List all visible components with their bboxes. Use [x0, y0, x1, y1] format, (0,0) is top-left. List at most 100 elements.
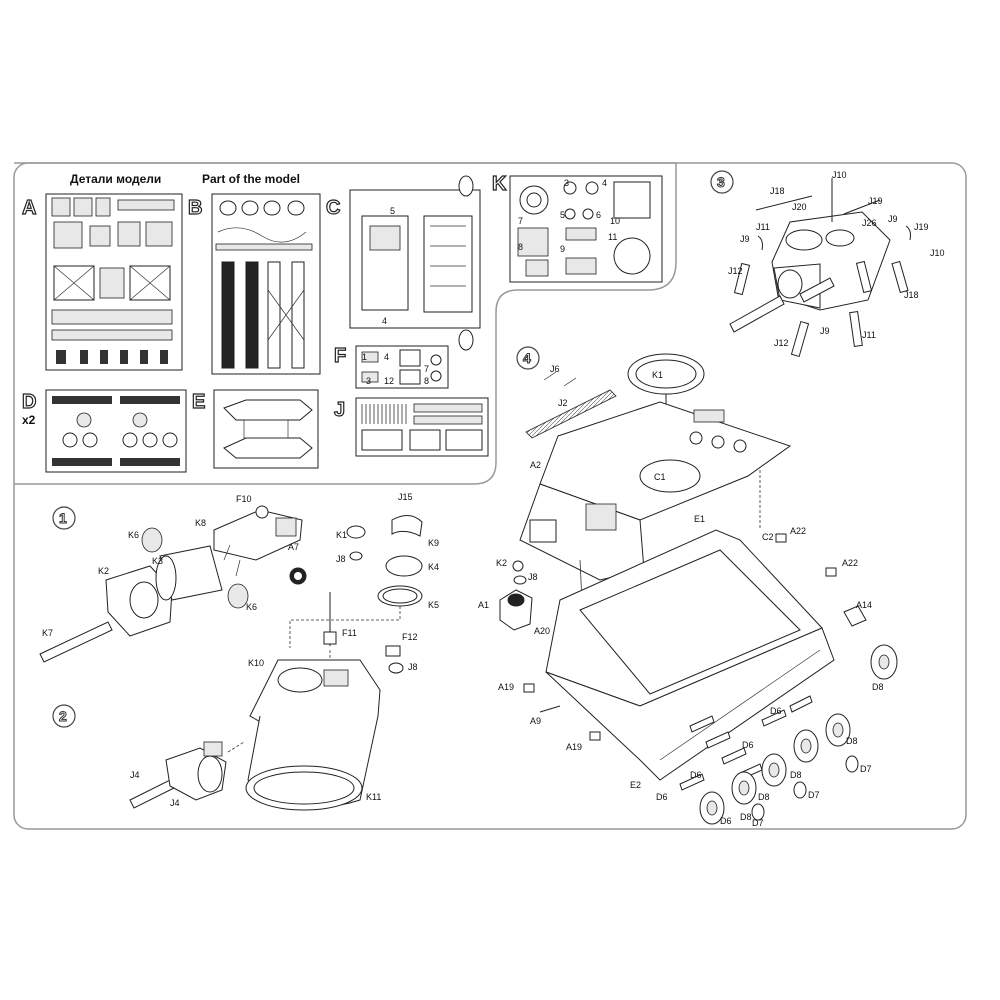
label-J8-top: J8: [336, 554, 346, 564]
label-K11: K11: [366, 792, 381, 802]
sprue-a-letter: A: [22, 197, 36, 219]
label-J10-right: J10: [930, 248, 945, 258]
label-K3: K3: [152, 556, 163, 566]
label-J15: J15: [398, 492, 413, 502]
label-K1-ring: K1: [652, 370, 663, 380]
sprue-b: B: [187, 193, 321, 375]
label-J19-top: J19: [868, 196, 883, 206]
label-C2: C2: [762, 532, 774, 542]
sprue-f-num-7: 7: [424, 364, 429, 374]
sprue-d: D x2: [21, 389, 187, 473]
sprue-k-num-4: 4: [602, 178, 607, 188]
road-wheels: [699, 644, 898, 825]
label-J11-top: J11: [756, 222, 770, 232]
label-K2: K2: [98, 566, 109, 576]
label-K7: K7: [42, 628, 53, 638]
label-J11-bottom: J11: [862, 330, 876, 340]
label-A19-bottom: A19: [566, 742, 582, 752]
step-1-number: 1: [59, 510, 67, 526]
label-J19-right: J19: [914, 222, 929, 232]
sprue-k: K 3 4 5 6 7 8 9 10 11: [491, 172, 663, 283]
label-D7-b: D7: [808, 790, 820, 800]
label-D6-d: D6: [656, 792, 668, 802]
label-J20: J20: [792, 202, 807, 212]
sprue-k-num-6: 6: [596, 210, 601, 220]
step-3: 3 J10 J18 J19 J20 J26 J9 J11 J19 J9 J10 …: [710, 170, 945, 358]
sprue-d-multiplier: x2: [22, 413, 36, 427]
step-2: 2 J4 J4: [52, 704, 245, 809]
label-D8-right: D8: [872, 682, 884, 692]
label-J12-left: J12: [728, 266, 743, 276]
sprue-d-letter: D: [22, 391, 36, 413]
label-J18-top: J18: [770, 186, 785, 196]
label-C1: C1: [654, 472, 666, 482]
label-K10: K10: [248, 658, 264, 668]
label-F11: F11: [342, 628, 357, 638]
label-J18-right: J18: [904, 290, 919, 300]
label-A2: A2: [530, 460, 541, 470]
label-D7-c: D7: [752, 818, 764, 828]
sprue-f-num-3: 3: [366, 376, 371, 386]
label-J10-top: J10: [832, 170, 847, 180]
label-J12-bottom: J12: [774, 338, 789, 348]
step-4: 4: [478, 346, 898, 828]
sprue-k-num-9: 9: [560, 244, 565, 254]
label-D8-b: D8: [846, 736, 858, 746]
label-D8-e: D8: [740, 812, 752, 822]
label-K4: K4: [428, 562, 439, 572]
label-F12: F12: [402, 632, 418, 642]
sprue-k-num-3: 3: [564, 178, 569, 188]
step-3-number: 3: [717, 174, 725, 190]
sprue-f-num-1: 1: [362, 352, 367, 362]
sprue-k-letter: K: [492, 173, 507, 195]
header-title-ru: Детали модели: [70, 172, 161, 186]
label-K6-bottom: K6: [246, 602, 257, 612]
label-A19-left: A19: [498, 682, 514, 692]
label-K1: K1: [336, 530, 347, 540]
label-A14: A14: [856, 600, 872, 610]
sprue-k-num-11: 11: [608, 232, 617, 242]
label-J9-bottom: J9: [820, 326, 830, 336]
label-A7: A7: [288, 542, 299, 552]
sprue-b-letter: B: [188, 197, 202, 219]
sprue-c: C 5 4: [325, 175, 481, 351]
step-2-number: 2: [59, 708, 67, 724]
label-D8-d: D8: [758, 792, 770, 802]
label-J4-bottom: J4: [170, 798, 180, 808]
label-D7-a: D7: [860, 764, 872, 774]
sprue-f-letter: F: [334, 345, 346, 367]
sprue-j: J: [333, 397, 489, 457]
sprue-c-num-4: 4: [382, 316, 387, 326]
label-D6-e: D6: [720, 816, 732, 826]
label-D8-c: D8: [790, 770, 802, 780]
label-J9-left: J9: [740, 234, 750, 244]
label-A20: A20: [534, 626, 550, 636]
header-title-en: Part of the model: [202, 172, 300, 186]
label-A22-top: A22: [790, 526, 806, 536]
label-E1: E1: [694, 514, 705, 524]
sprue-e-letter: E: [192, 391, 205, 413]
label-K9: K9: [428, 538, 439, 548]
label-A9: A9: [530, 716, 541, 726]
step-4-number: 4: [523, 350, 531, 366]
sprue-c-letter: C: [326, 197, 340, 219]
sprue-f-num-8: 8: [424, 376, 429, 386]
sprue-f: F 4 3 7 8 12 1: [333, 344, 449, 389]
label-J8-hull: J8: [528, 572, 538, 582]
sprue-f-num-4: 4: [384, 352, 389, 362]
label-A22-right: A22: [842, 558, 858, 568]
label-F10: F10: [236, 494, 252, 504]
label-A1: A1: [478, 600, 489, 610]
sprue-j-letter: J: [334, 399, 345, 421]
sprue-k-num-10: 10: [610, 216, 620, 226]
sprue-k-num-7: 7: [518, 216, 523, 226]
sprue-c-num-5: 5: [390, 206, 395, 216]
step-1: 1: [39, 492, 439, 811]
sprue-k-num-5: 5: [560, 210, 565, 220]
label-D6-b: D6: [742, 740, 754, 750]
label-J6: J6: [550, 364, 560, 374]
label-J9-right: J9: [888, 214, 898, 224]
label-K2-hatch: K2: [496, 558, 507, 568]
parts-panel-frame: [14, 162, 677, 485]
